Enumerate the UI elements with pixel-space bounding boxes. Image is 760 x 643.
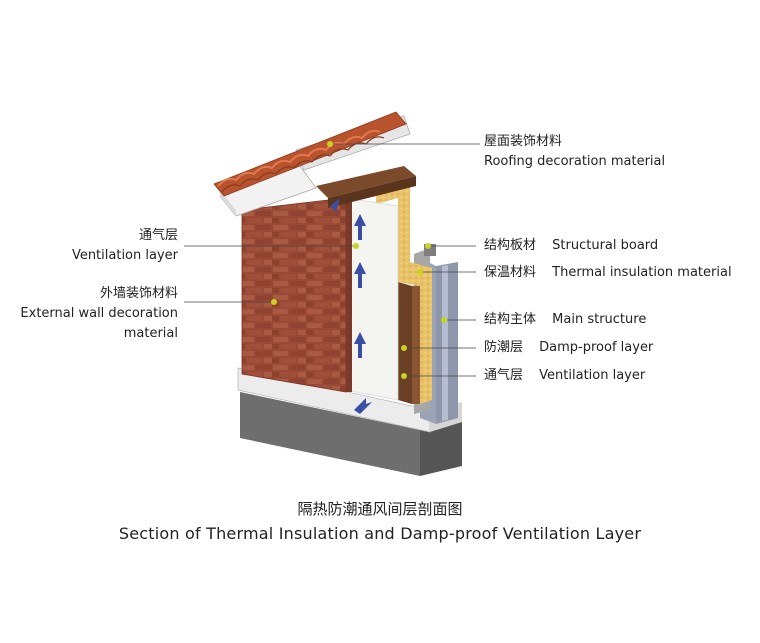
label-vent-left-zh: 通气层 xyxy=(138,228,178,243)
label-damp-proof-zh: 防潮层 xyxy=(484,340,524,355)
label-vent-right-en: Ventilation layer xyxy=(539,368,646,383)
label-thermal-insulation: 保温材料 Thermal insulation material xyxy=(484,263,732,283)
damp-proof-layer xyxy=(398,282,420,404)
roof-tiles xyxy=(213,111,407,197)
thermal-insulation-layer xyxy=(376,180,432,404)
label-vent-left-en: Ventilation layer xyxy=(71,248,178,263)
label-external-wall-en-2: material xyxy=(123,326,178,341)
label-ventilation-right: 通气层 Ventilation layer xyxy=(484,366,645,386)
leader-dots xyxy=(271,141,447,379)
caption-english: Section of Thermal Insulation and Damp-p… xyxy=(118,524,642,543)
label-damp-proof-en: Damp-proof layer xyxy=(539,340,654,355)
label-external-wall-en-1: External wall decoration xyxy=(20,306,178,321)
label-ventilation-left: 通气层 Ventilation layer xyxy=(72,226,178,266)
label-roofing-decoration: 屋面装饰材料 Roofing decoration material xyxy=(484,132,665,172)
caption-chinese: 隔热防潮通风间层剖面图 xyxy=(297,500,463,518)
label-vent-right-zh: 通气层 xyxy=(484,368,524,383)
label-roofing-zh: 屋面装饰材料 xyxy=(484,134,563,149)
ventilation-cavity xyxy=(345,197,399,401)
label-external-wall: 外墙装饰材料 External wall decoration material xyxy=(20,284,178,344)
label-insulation-en: Thermal insulation material xyxy=(552,265,732,280)
label-main-structure: 结构主体 Main structure xyxy=(484,310,646,330)
label-structural-board-zh: 结构板材 xyxy=(484,238,537,253)
leader-lines xyxy=(184,143,480,377)
label-insulation-zh: 保温材料 xyxy=(484,265,537,280)
label-main-structure-zh: 结构主体 xyxy=(484,312,537,327)
label-external-wall-zh: 外墙装饰材料 xyxy=(99,286,178,301)
airflow-arrows xyxy=(330,198,372,414)
brick-wall xyxy=(241,197,352,393)
label-main-structure-en: Main structure xyxy=(552,312,647,327)
label-roofing-en: Roofing decoration material xyxy=(484,154,666,169)
label-structural-board-en: Structural board xyxy=(552,238,659,253)
label-damp-proof: 防潮层 Damp-proof layer xyxy=(484,338,653,358)
label-structural-board: 结构板材 Structural board xyxy=(484,236,658,256)
